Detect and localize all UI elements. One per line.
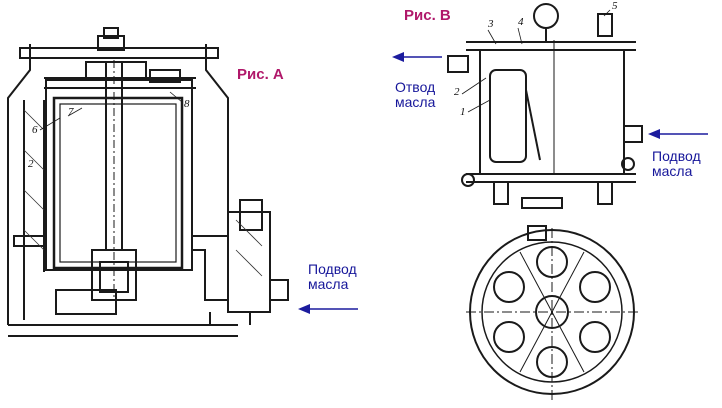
figure-b-inlet-line-2: масла — [652, 162, 693, 179]
inlet-arrow-a — [298, 304, 358, 314]
figure-a-inlet-label: Подвод масла — [308, 262, 357, 291]
figure-b-outlet-line-2: масла — [395, 93, 436, 110]
figure-b-title: Рис. В — [404, 7, 451, 24]
figure-b-callout: 3 — [488, 18, 494, 30]
figure-a-callout: 2 — [28, 158, 34, 170]
inlet-arrow-b — [648, 129, 708, 139]
figure-b-outlet-line-1: Отвод — [395, 79, 436, 95]
figure-b-inlet-label: Подвод масла — [652, 149, 701, 178]
figure-b-callout: 1 — [460, 106, 466, 118]
figure-a-inlet-line-2: масла — [308, 275, 349, 292]
figure-b-inlet-line-1: Подвод — [652, 148, 701, 164]
figure-a-callout: 8 — [184, 98, 190, 110]
figure-b-callout: 4 — [518, 16, 524, 28]
figure-a-title: Рис. А — [237, 66, 284, 83]
figure-a-callout: 6 — [32, 124, 38, 136]
outlet-arrow-b — [392, 52, 442, 62]
figure-b-outlet-label: Отвод масла — [395, 80, 435, 109]
figure-b-callout: 2 — [454, 86, 460, 98]
figure-a-inlet-line-1: Подвод — [308, 261, 357, 277]
figure-a-callout: 7 — [68, 106, 74, 118]
figure-b-callout: 5 — [612, 0, 618, 12]
